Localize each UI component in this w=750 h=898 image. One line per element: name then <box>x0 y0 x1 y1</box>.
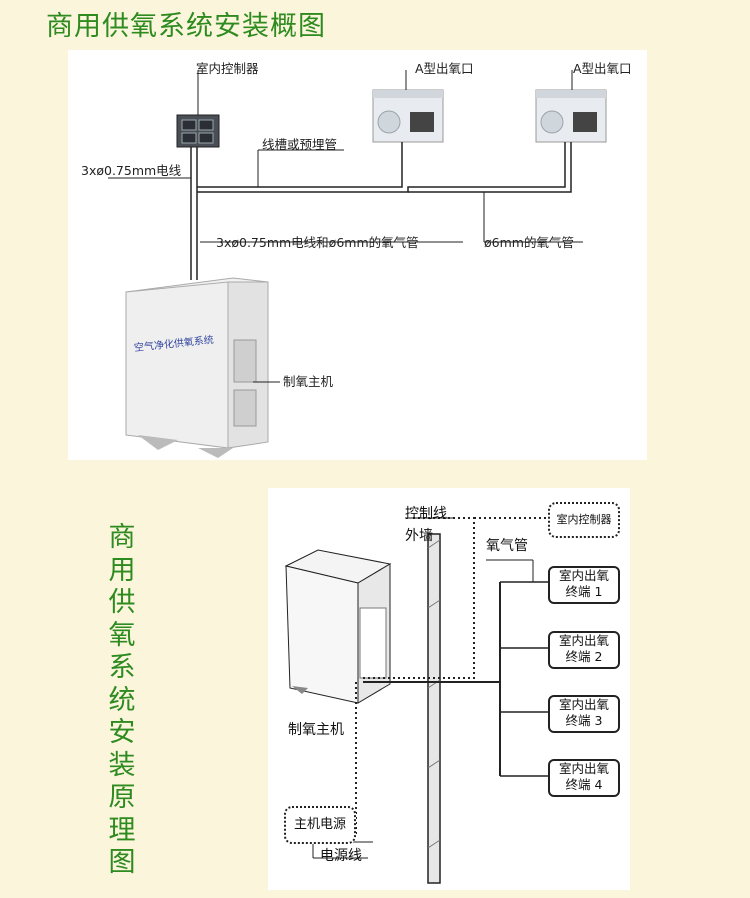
wire-label: 3xø0.75mm电线 <box>81 163 182 178</box>
outlet-a1-label: A型出氧口 <box>415 61 474 76</box>
terminal-3-line2: 终端 3 <box>565 713 603 728</box>
principle-drawing <box>284 517 548 884</box>
installation-principle-panel: 控制线 外墙 室内控制器 氧气管 室内出氧 终端 1 室内出氧 终端 2 室内出… <box>268 488 630 890</box>
wire-and-tube-label: 3xø0.75mm电线和ø6mm的氧气管 <box>216 235 419 250</box>
generator-label: 制氧主机 <box>288 722 344 738</box>
page-title: 商用供氧系统安装概图 <box>46 11 326 42</box>
terminal-3-box: 室内出氧 终端 3 <box>548 695 620 733</box>
terminal-4-line1: 室内出氧 <box>558 761 609 776</box>
terminal-1-line1: 室内出氧 <box>558 568 609 583</box>
indoor-controller-box: 室内控制器 <box>548 502 620 538</box>
power-source-box: 主机电源 <box>284 806 356 844</box>
terminal-4-line2: 终端 4 <box>565 777 603 792</box>
outer-wall <box>427 533 441 884</box>
terminal-2-line2: 终端 2 <box>565 649 603 664</box>
oxygen-outlet-1-icon <box>372 89 444 143</box>
terminal-4-box: 室内出氧 终端 4 <box>548 759 620 797</box>
control-line-label: 控制线 <box>405 506 447 522</box>
oxygen-outlet-2-icon <box>535 89 607 143</box>
pipe-lines <box>190 142 572 280</box>
overview-drawing <box>108 70 607 458</box>
outlet-a2-label: A型出氧口 <box>573 61 632 76</box>
installation-overview-panel: 室内控制器 A型出氧口 A型出氧口 线槽或预埋管 3xø0.75mm电线 3xø… <box>68 50 647 460</box>
terminal-1-line2: 终端 1 <box>565 584 603 599</box>
oxygen-pipe-label: 氧气管 <box>486 538 528 554</box>
generator-box-icon <box>284 549 392 704</box>
generator-label: 制氧主机 <box>283 374 334 389</box>
principle-diagram-title: 商用供氧系统安装原理图 <box>108 522 136 878</box>
power-line-label: 电源线 <box>320 848 362 864</box>
controller-label: 室内控制器 <box>196 61 259 76</box>
trunking-label: 线槽或预埋管 <box>262 137 338 152</box>
oxygen-generator-cabinet-icon <box>125 277 269 458</box>
terminal-3-line1: 室内出氧 <box>558 697 609 712</box>
controller-icon <box>176 114 220 148</box>
outer-wall-label: 外墙 <box>405 528 433 544</box>
terminal-2-box: 室内出氧 终端 2 <box>548 631 620 669</box>
tube-label: ø6mm的氧气管 <box>484 235 574 250</box>
terminal-2-line1: 室内出氧 <box>558 633 609 648</box>
terminal-1-box: 室内出氧 终端 1 <box>548 566 620 604</box>
